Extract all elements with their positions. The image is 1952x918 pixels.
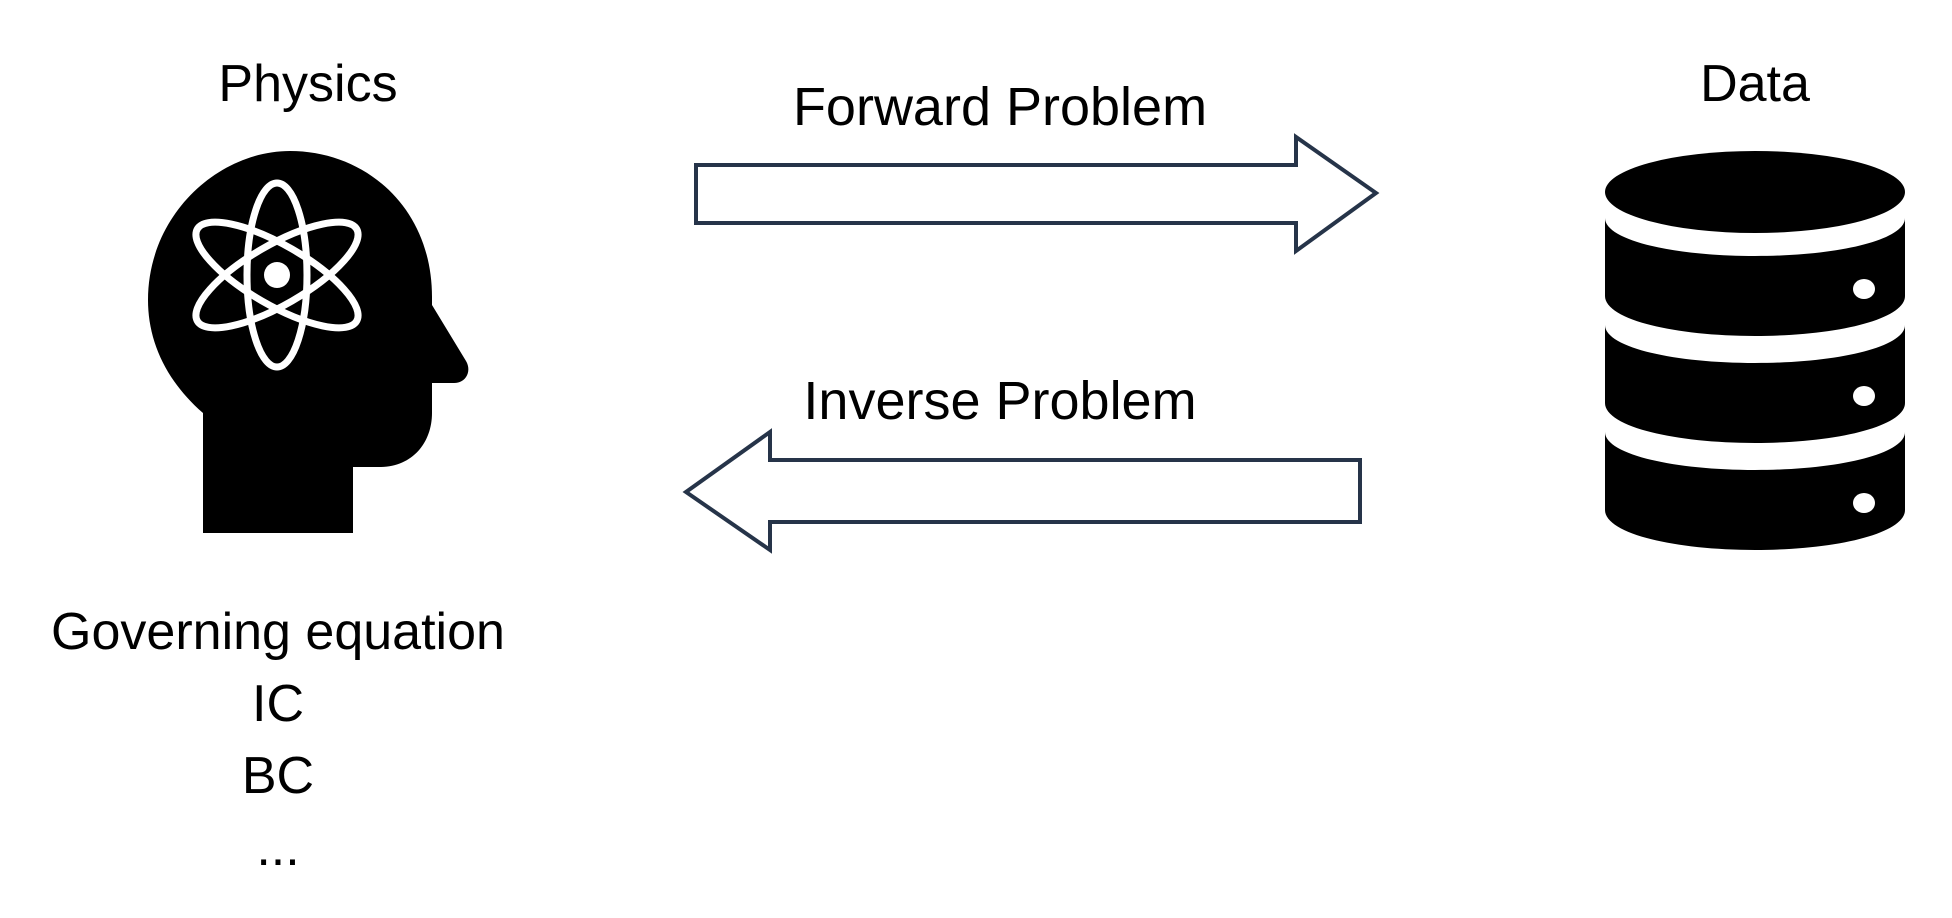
- physics-item-ic: IC: [251, 675, 304, 733]
- arrow-left-icon: [682, 428, 1362, 554]
- physics-items-list: Governing equation IC BC ...: [51, 596, 505, 884]
- physics-item-bc: BC: [241, 747, 315, 805]
- forward-problem-label: Forward Problem: [792, 77, 1208, 137]
- database-icon: [1605, 151, 1905, 550]
- physics-item-ellipsis: ...: [256, 819, 300, 877]
- physics-title: Physics: [218, 55, 398, 113]
- data-title: Data: [1700, 55, 1810, 113]
- arrow-right-icon: [694, 133, 1380, 255]
- physics-item-governing-equation: Governing equation: [51, 603, 505, 661]
- inverse-problem-label: Inverse Problem: [803, 371, 1197, 431]
- physics-head-icon: [148, 151, 469, 533]
